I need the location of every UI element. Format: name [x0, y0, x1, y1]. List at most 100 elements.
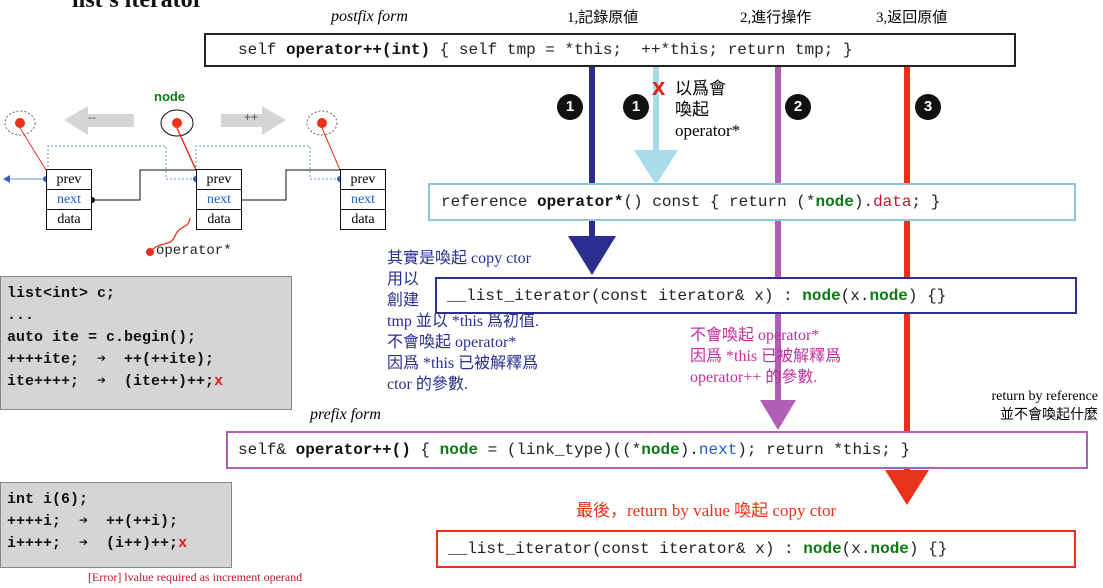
- list-code-box: list<int> c; ... auto ite = c.begin(); +…: [0, 276, 292, 410]
- mistaken-line-2: 喚起: [675, 100, 709, 119]
- code-ctor2-x: (x.: [841, 540, 871, 558]
- list-code-line-2: ...: [7, 307, 35, 324]
- int-code-line-3-text: i++++; ➔ (i++)++;: [7, 535, 179, 552]
- code-ctor1-end: ) {}: [907, 286, 947, 305]
- cloud-center-dot: [172, 118, 182, 128]
- x-mark-icon: x: [652, 74, 666, 101]
- field-next: next: [341, 189, 385, 209]
- deref-operator-code: reference operator*() const { return (*n…: [428, 183, 1076, 221]
- code-deref-dot: ).: [853, 193, 874, 211]
- minus-arrow: [64, 106, 134, 135]
- purple-line-2: 因爲 *this 已被解釋爲: [690, 348, 842, 365]
- error-message: [Error] lvalue required as increment ope…: [88, 570, 303, 584]
- prefix-operator-code: self& operator++() { node = (link_type)(…: [226, 431, 1088, 469]
- code-prefix-op: operator++(): [295, 441, 411, 459]
- copy-ctor-line-2: 用以: [387, 271, 420, 288]
- ctor-code-1: __list_iterator(const iterator& x) : nod…: [435, 277, 1077, 314]
- cloud-center: [160, 109, 194, 137]
- code-ctor2-xnode: node: [870, 540, 909, 558]
- mistaken-line-1: 以爲會: [675, 79, 726, 98]
- link-next-2: [236, 169, 340, 201]
- field-data: data: [47, 209, 91, 229]
- list-code-line-5: ite++++; ➔ (ite++)++;x: [7, 371, 285, 393]
- link-prev-right: [195, 145, 340, 180]
- copy-ctor-line-3: 創建: [387, 292, 420, 309]
- field-prev: prev: [56, 172, 82, 187]
- int-code-box: int i(6); ++++i; ➔ ++(++i); i++++; ➔ (i+…: [0, 482, 232, 568]
- list-code-line-1: list<int> c;: [7, 285, 116, 302]
- cloud-left: [4, 110, 36, 136]
- postfix-operator-code: self operator++(int) { self tmp = *this;…: [204, 33, 1016, 67]
- operator-star-label: operator*: [156, 243, 232, 259]
- field-data: data: [341, 209, 385, 229]
- code-deref-end: ; }: [911, 193, 941, 211]
- step-2-label: 2,進行操作: [740, 10, 812, 26]
- code-postfix-self: self: [238, 41, 287, 59]
- plus-label: ++: [244, 110, 259, 124]
- mistaken-line-3: operator*: [675, 121, 741, 140]
- ptr-center: [176, 127, 197, 171]
- cloud-left-dot: [15, 118, 25, 128]
- code-ctor2-node: node: [803, 540, 842, 558]
- int-code-line-1: int i(6);: [7, 491, 89, 508]
- badge-2: 2: [785, 94, 811, 120]
- code-prefix-node: node: [439, 441, 479, 459]
- lightblue-arrow-head: [634, 150, 678, 185]
- list-code-line-5-text: ite++++; ➔ (ite++)++;: [7, 373, 215, 390]
- code-ctor2-end: ) {}: [908, 540, 948, 558]
- navy-arrow-head: [568, 236, 616, 275]
- ctor-code-2: __list_iterator(const iterator& x) : nod…: [436, 530, 1076, 568]
- red-arrow-head: [885, 470, 929, 505]
- prefix-form-label: prefix form: [310, 406, 381, 423]
- badge-1-light: 1: [623, 94, 649, 120]
- int-code-line-3: i++++; ➔ (i++)++;x: [7, 533, 225, 555]
- field-prev: prev: [350, 172, 376, 187]
- link-prev-mid: [47, 145, 196, 180]
- list-node-right: prev next data: [340, 169, 386, 230]
- cloud-right: [306, 110, 338, 136]
- field-data: data: [197, 209, 241, 229]
- field-next: next: [197, 189, 241, 209]
- badge-3: 3: [915, 94, 941, 120]
- x-mark-icon: x: [214, 373, 224, 390]
- page-title: list's iterator: [72, 0, 204, 13]
- ptr-left: [19, 127, 47, 171]
- purple-arrow-head: [760, 400, 796, 430]
- code-prefix-next: next: [698, 441, 738, 459]
- code-deref-op: operator*: [537, 193, 624, 211]
- purple-line-1: 不會喚起 operator*: [690, 327, 820, 344]
- int-code-line-2: ++++i; ➔ ++(++i);: [7, 513, 179, 530]
- code-prefix-dot: ).: [679, 441, 699, 459]
- code-prefix-end: ); return *this; }: [737, 441, 911, 459]
- return-ref-line-2: 並不會喚起什麼: [1000, 408, 1098, 423]
- ptr-right: [321, 127, 341, 171]
- purple-line-3: operator++ 的參數.: [690, 369, 818, 386]
- minus-label: --: [88, 110, 96, 124]
- list-node-center: prev next data: [196, 169, 242, 230]
- node-label: node: [154, 89, 186, 104]
- copy-ctor-line-7: ctor 的參數.: [387, 376, 468, 393]
- code-postfix-body: { self tmp = *this; ++*this; return tmp;…: [430, 41, 853, 59]
- field-next: next: [47, 189, 91, 209]
- copy-ctor-note: 其實是喚起 copy ctor 用以 創建 tmp 並以 *this 爲初值. …: [387, 248, 539, 395]
- step-1-label: 1,記錄原値: [567, 10, 639, 26]
- list-code-line-3: auto ite = c.begin();: [7, 329, 197, 346]
- copy-ctor-line-4: tmp 並以 *this 爲初值.: [387, 313, 540, 330]
- code-ctor1-xnode: node: [869, 286, 908, 305]
- code-ctor1-sig: __list_iterator(const iterator& x) :: [447, 286, 803, 305]
- copy-ctor-line-5: 不會喚起 operator*: [387, 334, 517, 351]
- code-prefix-cast: = (link_type)((*: [478, 441, 642, 459]
- purple-note: 不會喚起 operator* 因爲 *this 已被解釋爲 operator++…: [690, 325, 841, 388]
- code-deref-ref: reference: [441, 193, 538, 211]
- mistaken-note: 以爲會 喚起 operator*: [675, 78, 740, 141]
- return-ref-line-1: return by reference: [991, 389, 1098, 404]
- code-prefix-node2: node: [641, 441, 680, 459]
- step-3-label: 3,返回原値: [876, 10, 948, 26]
- badge-1-navy: 1: [557, 94, 583, 120]
- code-prefix-brace: {: [410, 441, 440, 459]
- operator-squiggle: [149, 217, 191, 253]
- code-prefix-self: self&: [238, 441, 296, 459]
- copy-ctor-line-6: 因爲 *this 已被解釋爲: [387, 355, 539, 372]
- cloud-right-dot: [317, 118, 327, 128]
